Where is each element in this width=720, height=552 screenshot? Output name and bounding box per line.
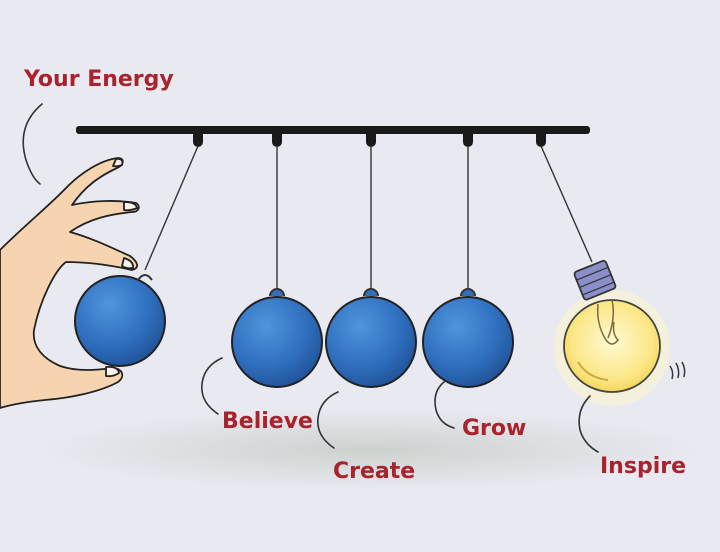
pendulum-ball-icon	[231, 288, 323, 388]
pendulum-ball-icon	[325, 288, 417, 388]
label-inspire: Inspire	[600, 454, 686, 479]
hand-icon	[0, 157, 140, 409]
pendulum-ball-icon	[422, 288, 514, 388]
pendulum-ball-icon	[74, 274, 166, 367]
callout-lines	[22, 103, 599, 453]
hinges	[193, 134, 546, 147]
label-your-energy: Your Energy	[23, 67, 174, 92]
ground-shadow	[40, 410, 700, 490]
label-believe: Believe	[222, 409, 313, 434]
cradle-bar	[76, 126, 590, 134]
label-create: Create	[333, 459, 415, 484]
label-grow: Grow	[462, 416, 526, 441]
light-bulb-icon	[554, 259, 686, 406]
strings	[144, 145, 593, 290]
